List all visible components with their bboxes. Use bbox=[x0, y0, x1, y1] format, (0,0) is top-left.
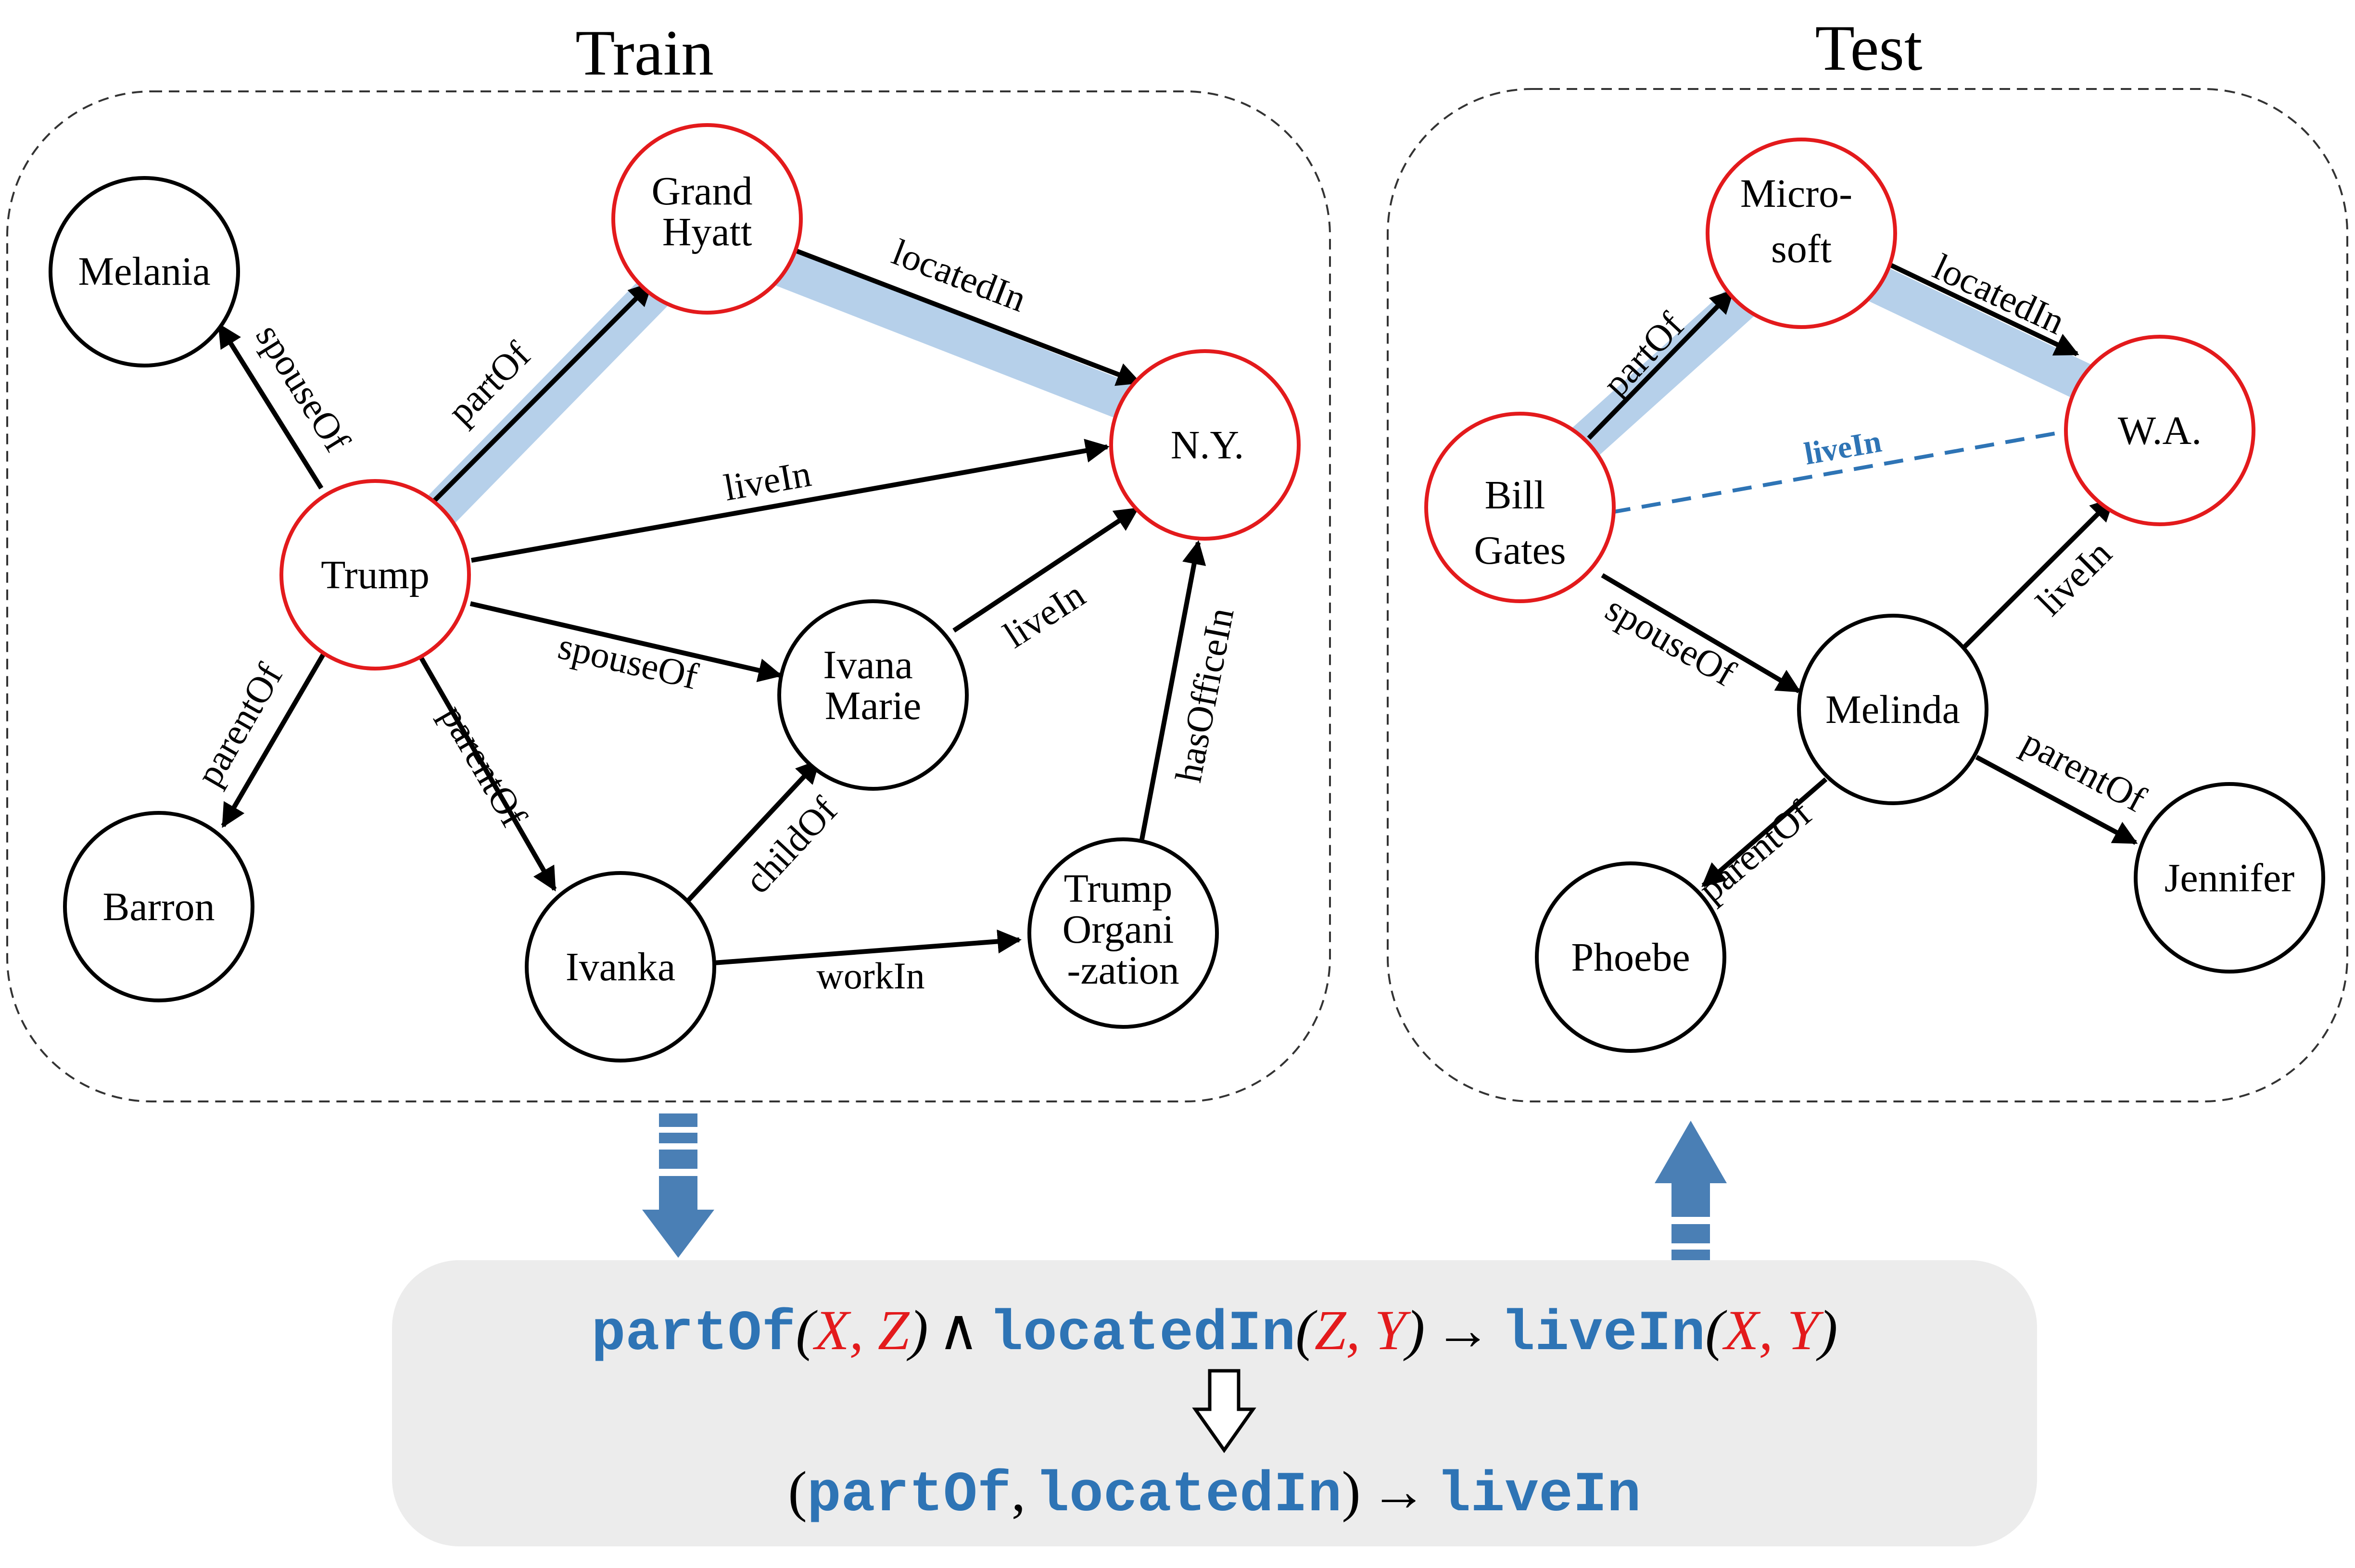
node-label-wa: W.A. bbox=[2118, 408, 2202, 453]
node-melinda bbox=[1797, 614, 1988, 805]
node-ny bbox=[1109, 349, 1301, 541]
node-microsoft bbox=[1706, 138, 1897, 329]
rule-line-1: partOf(X, Z)∧locatedIn(Z, Y)→liveIn(X, Y… bbox=[592, 1299, 1838, 1366]
node-label-trump: Trump bbox=[321, 553, 430, 597]
node-label-ivanka: Ivanka bbox=[566, 945, 676, 989]
train-panel bbox=[6, 90, 1331, 1102]
node-trump bbox=[279, 479, 471, 670]
implies-down-arrow bbox=[1192, 1369, 1256, 1454]
label-hasOfficeIn: hasOfficeIn bbox=[1167, 605, 1241, 786]
edge-grandhyatt-ny bbox=[795, 248, 1141, 386]
node-label-melinda: Melinda bbox=[1825, 687, 1960, 732]
label-liveIn-ivana: liveIn bbox=[996, 573, 1092, 656]
edge-ivanka-ivana bbox=[685, 759, 821, 903]
edge-trump-grandhyatt bbox=[421, 281, 653, 514]
node-ivana-marie bbox=[777, 599, 969, 791]
label-liveIn-melinda: liveIn bbox=[2028, 532, 2119, 623]
node-trump-org bbox=[1027, 837, 1219, 1029]
edge-melinda-jennifer bbox=[1975, 755, 2138, 845]
node-phoebe bbox=[1535, 861, 1726, 1053]
node-label-phoebe: Phoebe bbox=[1571, 935, 1690, 980]
train-title: Train bbox=[575, 17, 714, 89]
node-melania bbox=[49, 176, 240, 367]
edge-billgates-melinda bbox=[1601, 573, 1801, 694]
node-label-melania: Melania bbox=[78, 249, 210, 294]
edge-melinda-wa bbox=[1962, 497, 2115, 649]
test-panel bbox=[1387, 88, 2348, 1102]
label-parentOf-phoebe: parentOf bbox=[1690, 792, 1819, 910]
edge-trump-ivanka bbox=[418, 654, 557, 892]
node-label-jennifer: Jennifer bbox=[2165, 856, 2295, 900]
label-childOf: childOf bbox=[736, 789, 845, 901]
node-label-microsoft: Micro- soft bbox=[1740, 171, 1862, 271]
edge-ivanka-trumporg bbox=[713, 929, 1022, 965]
up-arrow-rule-to-test bbox=[1655, 1121, 1727, 1260]
label-parentOf-ivanka: parentOf bbox=[432, 697, 535, 834]
rule-line-2: (partOf,locatedIn)→liveIn bbox=[788, 1460, 1641, 1528]
label-spouseOf-test: spouseOf bbox=[1599, 587, 1743, 695]
edge-trump-ny bbox=[471, 439, 1110, 563]
label-spouseOf-melania: spouseOf bbox=[248, 316, 359, 459]
node-grand-hyatt bbox=[611, 123, 803, 315]
label-spouseOf-ivana: spouseOf bbox=[555, 625, 702, 697]
node-label-trump-org: Trump Organi -zation bbox=[1063, 866, 1184, 993]
node-jennifer bbox=[2134, 782, 2325, 974]
node-label-bill-gates: Bill Gates bbox=[1474, 473, 1566, 573]
edge-microsoft-wa bbox=[1885, 261, 2079, 356]
down-arrow-train-to-rule bbox=[642, 1113, 714, 1258]
edge-ivana-ny bbox=[952, 506, 1140, 633]
node-label-ny: N.Y. bbox=[1171, 423, 1244, 468]
edge-billgates-wa-predicted bbox=[1611, 421, 2087, 514]
label-parentOf-jennifer: parentOf bbox=[2015, 721, 2153, 820]
node-barron bbox=[63, 811, 254, 1002]
edge-melinda-phoebe bbox=[1701, 777, 1828, 887]
edge-trump-melania bbox=[217, 323, 324, 490]
node-bill-gates bbox=[1424, 412, 1616, 603]
node-ivanka bbox=[525, 871, 716, 1062]
label-parentOf-barron: parentOf bbox=[188, 657, 291, 793]
node-label-barron: Barron bbox=[102, 885, 215, 929]
node-wa bbox=[2064, 335, 2255, 526]
edge-trumporg-ny bbox=[1140, 540, 1206, 840]
label-workIn: workIn bbox=[816, 955, 924, 997]
edge-trump-ivana bbox=[469, 601, 783, 683]
test-title: Test bbox=[1815, 13, 1922, 84]
node-label-grand-hyatt: Grand Hyatt bbox=[652, 169, 763, 254]
edge-billgates-microsoft bbox=[1587, 289, 1735, 440]
train-path-highlight bbox=[361, 219, 1219, 591]
edge-trump-barron bbox=[221, 652, 326, 828]
node-label-ivana-marie: Ivana Marie bbox=[823, 643, 923, 728]
